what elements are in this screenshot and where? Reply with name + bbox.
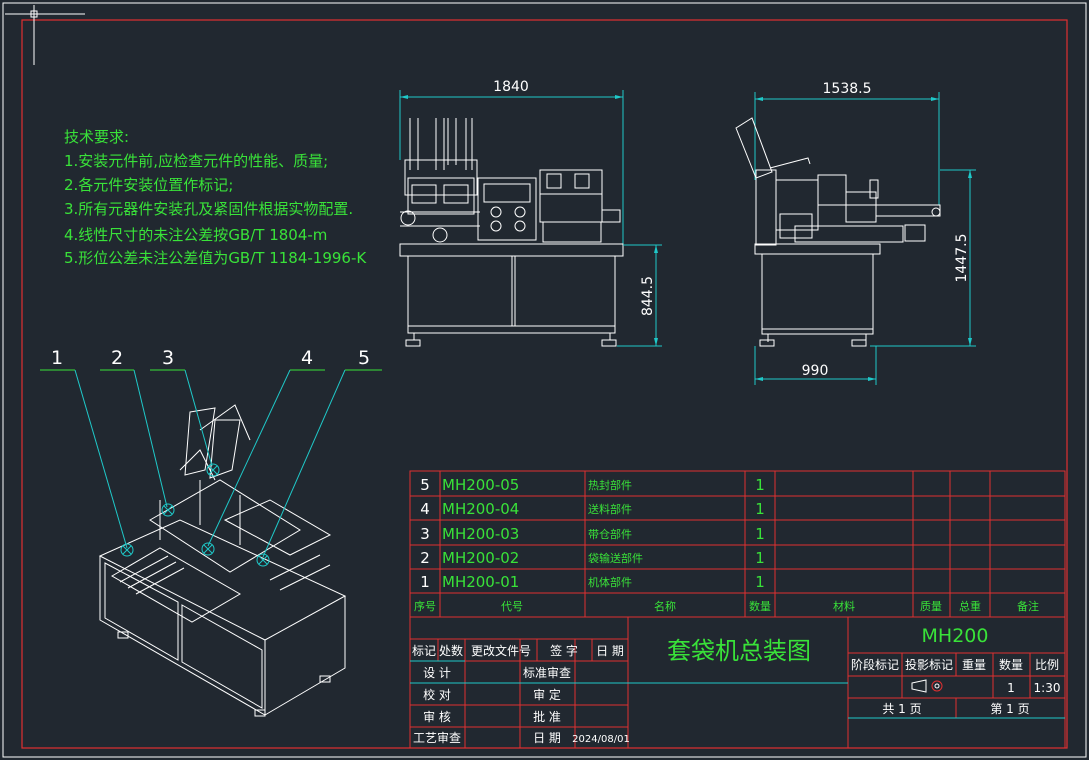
svg-text:工艺审查: 工艺审查 [413, 730, 461, 745]
bom-row: 5 MH200-05 热封部件 1 [420, 476, 765, 494]
dim-side-height: 1447.5 [954, 234, 970, 283]
svg-text:2: 2 [420, 549, 430, 567]
bom-row: 4 MH200-04 送料部件 1 [420, 500, 765, 518]
svg-text:MH200-04: MH200-04 [442, 500, 519, 518]
svg-text:序号: 序号 [414, 599, 436, 613]
svg-text:送料部件: 送料部件 [588, 502, 632, 516]
svg-text:数量: 数量 [749, 600, 771, 613]
svg-text:标准审查: 标准审查 [523, 665, 571, 680]
dim-side-base: 990 [802, 363, 829, 379]
svg-text:审 定: 审 定 [533, 687, 561, 702]
svg-text:日 期: 日 期 [533, 731, 561, 745]
svg-text:更改文件号: 更改文件号 [471, 643, 531, 658]
svg-text:1: 1 [755, 476, 765, 494]
ucs-cursor-icon [5, 5, 85, 65]
model-number: MH200 [922, 625, 989, 647]
svg-text:1: 1 [755, 500, 765, 518]
side-view [735, 92, 976, 385]
svg-text:1: 1 [51, 347, 63, 369]
svg-text:4: 4 [301, 347, 313, 369]
bom-table: 5 MH200-05 热封部件 1 4 MH200-04 送料部件 1 3 MH… [409, 470, 1066, 618]
svg-text:重量: 重量 [962, 658, 986, 672]
svg-text:1: 1 [755, 549, 765, 567]
svg-text:2.各元件安装位置作标记;: 2.各元件安装位置作标记; [64, 176, 233, 194]
quantity-value: 1 [1007, 681, 1015, 695]
svg-text:4: 4 [420, 500, 430, 518]
svg-text:1.安装元件前,应检查元件的性能、质量;: 1.安装元件前,应检查元件的性能、质量; [64, 152, 328, 170]
svg-text:设 计: 设 计 [423, 666, 451, 680]
scale-value: 1:30 [1034, 681, 1061, 695]
svg-text:数量: 数量 [999, 657, 1023, 672]
svg-text:审 核: 审 核 [423, 709, 451, 724]
svg-text:标记: 标记 [412, 644, 436, 658]
bom-row: 3 MH200-03 带仓部件 1 [420, 525, 765, 543]
balloon-labels: 1 2 3 4 5 [51, 347, 370, 369]
svg-text:投影标记: 投影标记 [905, 657, 953, 672]
title-block: 标记 处数 更改文件号 签 字 日 期 设 计 校 对 审 核 工艺审查 标准审… [409, 616, 1066, 749]
svg-text:名称: 名称 [654, 599, 676, 613]
svg-text:处数: 处数 [439, 643, 463, 658]
bom-row: 1 MH200-01 机体部件 1 [420, 573, 765, 591]
svg-text:批 准: 批 准 [533, 709, 561, 724]
svg-text:1: 1 [420, 573, 430, 591]
svg-text:3.所有元器件安装孔及紧固件根据实物配置.: 3.所有元器件安装孔及紧固件根据实物配置. [64, 200, 353, 218]
svg-text:校 对: 校 对 [423, 687, 451, 702]
svg-text:日 期: 日 期 [596, 644, 624, 658]
dim-front-height: 844.5 [640, 276, 656, 316]
bom-row: 2 MH200-02 袋输送部件 1 [420, 549, 765, 567]
svg-text:阶段标记: 阶段标记 [851, 657, 899, 672]
svg-text:材料: 材料 [833, 599, 855, 613]
svg-text:MH200-01: MH200-01 [442, 573, 519, 591]
svg-text:机体部件: 机体部件 [588, 575, 632, 589]
svg-text:代号: 代号 [501, 600, 523, 613]
front-view [399, 90, 662, 347]
sheet-number: 第 1 页 [990, 702, 1029, 716]
svg-text:总重: 总重 [959, 599, 981, 613]
svg-text:3: 3 [162, 347, 174, 369]
tech-requirements: 技术要求: 1.安装元件前,应检查元件的性能、质量; 2.各元件安装位置作标记;… [64, 128, 367, 267]
svg-text:签 字: 签 字 [550, 643, 578, 658]
dim-side-width: 1538.5 [823, 81, 872, 97]
bom-header: 序号 代号 名称 数量 材料 质量 总重 备注 [414, 599, 1039, 613]
svg-text:袋输送部件: 袋输送部件 [588, 551, 643, 565]
svg-text:5: 5 [420, 476, 430, 494]
svg-text:1: 1 [755, 525, 765, 543]
svg-text:带仓部件: 带仓部件 [588, 527, 632, 541]
svg-text:热封部件: 热封部件 [588, 478, 632, 492]
svg-text:3: 3 [420, 525, 430, 543]
projection-symbol-icon [911, 679, 943, 693]
svg-text:1: 1 [755, 573, 765, 591]
dim-front-width: 1840 [493, 79, 529, 95]
svg-text:比例: 比例 [1035, 658, 1059, 672]
svg-text:备注: 备注 [1017, 599, 1039, 613]
balloon-leaders [40, 369, 382, 558]
isometric-view [98, 404, 347, 717]
svg-text:MH200-02: MH200-02 [442, 549, 519, 567]
svg-text:MH200-05: MH200-05 [442, 476, 519, 494]
svg-text:2: 2 [111, 347, 123, 369]
drawing-date: 2024/08/01 [572, 734, 630, 745]
svg-text:5.形位公差未注公差值为GB/T 1184-1996-K: 5.形位公差未注公差值为GB/T 1184-1996-K [64, 249, 367, 267]
svg-text:技术要求:: 技术要求: [64, 128, 129, 146]
sheets-total: 共 1 页 [882, 702, 921, 716]
drawing-name: 套袋机总装图 [667, 637, 811, 665]
svg-text:质量: 质量 [920, 600, 942, 613]
svg-text:4.线性尺寸的未注公差按GB/T 1804-m: 4.线性尺寸的未注公差按GB/T 1804-m [64, 226, 327, 244]
svg-text:5: 5 [358, 347, 370, 369]
svg-text:MH200-03: MH200-03 [442, 525, 519, 543]
